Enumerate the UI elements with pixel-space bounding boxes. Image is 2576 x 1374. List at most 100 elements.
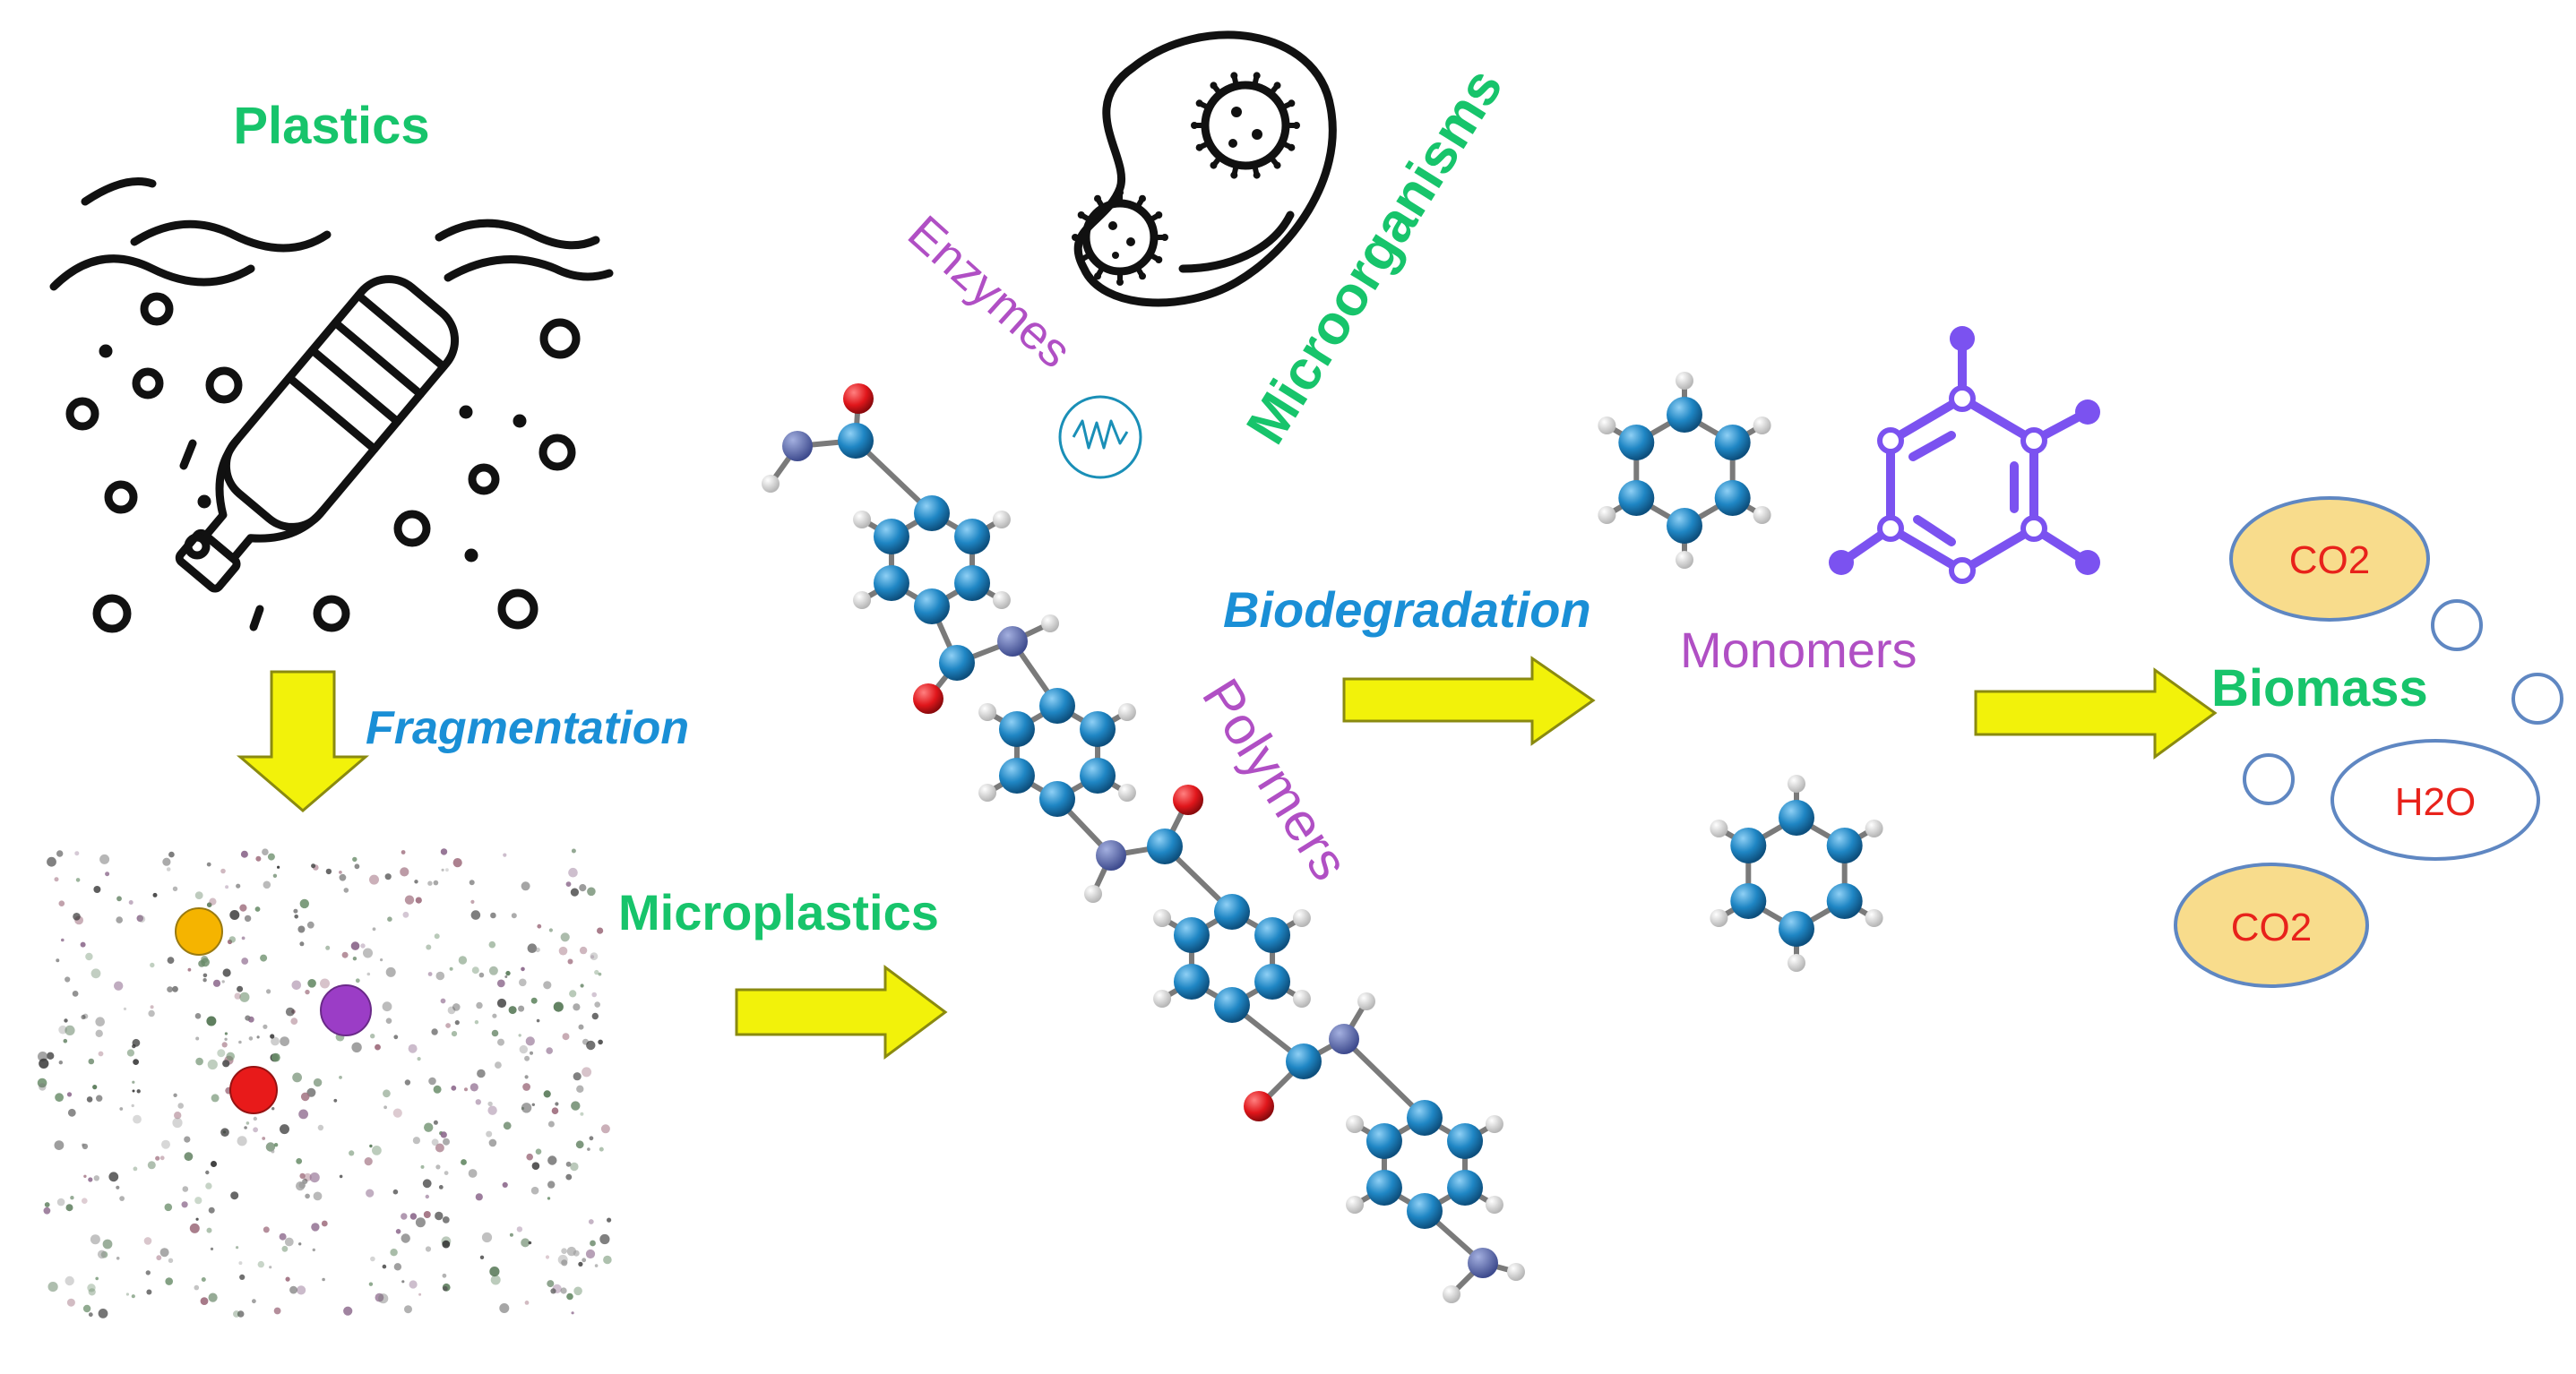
microplastic-speck — [39, 1083, 47, 1091]
carbon-atom — [1714, 480, 1751, 516]
microplastic-speck — [352, 957, 358, 961]
microplastic-speck — [366, 1189, 375, 1198]
spike-tip — [1155, 256, 1163, 263]
microplastic-speck — [525, 1036, 535, 1046]
microplastic-speck — [521, 1238, 530, 1248]
microplastic-speck — [543, 981, 552, 990]
microplastic-speck — [317, 1124, 324, 1131]
microplastic-speck — [66, 1092, 73, 1097]
microplastic-speck — [489, 1267, 500, 1277]
microplastic-speck — [155, 1155, 160, 1161]
microplastics-label: Microplastics — [618, 884, 939, 940]
microplastic-speck — [305, 1193, 310, 1199]
microplastic-speck — [499, 1303, 510, 1313]
microplastic-speck — [531, 1103, 535, 1107]
microplastic-speck — [560, 932, 570, 942]
microplastic-speck — [547, 1197, 551, 1200]
microplastic-speck — [143, 1237, 152, 1245]
microplastic-speck — [442, 1240, 451, 1249]
microplastic-speck — [162, 857, 171, 866]
microplastic-speck — [86, 1096, 93, 1103]
microplastic-speck — [37, 1078, 47, 1088]
spike-tip — [1161, 234, 1168, 241]
microplastic-speck — [369, 1144, 373, 1148]
microplastic-speck — [496, 979, 505, 988]
microplastic-speck — [44, 1202, 50, 1207]
microplastic-speck — [195, 1057, 203, 1066]
hydrogen-atom — [1485, 1196, 1503, 1214]
microplastic-speck — [599, 1233, 610, 1245]
microplastic-speck — [56, 850, 64, 857]
microplastic-speck — [234, 992, 241, 1000]
microplastic-speck — [148, 1009, 155, 1018]
microplastic-speck — [172, 886, 178, 891]
microplastic-purple-particle — [320, 984, 372, 1036]
microplastic-speck — [138, 915, 146, 923]
microplastic-speck — [426, 944, 432, 950]
microplastic-speck — [64, 1018, 68, 1023]
hydrogen-atom — [978, 784, 997, 802]
microplastic-speck — [486, 1130, 493, 1138]
microplastic-speck — [85, 952, 93, 961]
microplastic-speck — [307, 979, 316, 988]
microplastic-speck — [285, 1007, 295, 1017]
microplastic-speck — [240, 850, 248, 858]
microplastic-speck — [587, 887, 596, 897]
hydrogen-atom — [1485, 1115, 1503, 1133]
microplastic-speck — [478, 972, 485, 978]
carbon-atom — [1366, 1123, 1402, 1159]
microplastic-red-particle — [229, 1066, 278, 1114]
microplastic-speck — [263, 1226, 270, 1233]
microplastic-speck — [236, 883, 241, 889]
hydrogen-atom — [1117, 703, 1136, 721]
microplastic-speck — [211, 1161, 217, 1167]
monomer-molecules — [1598, 372, 1883, 972]
microplastic-speck — [200, 1297, 209, 1305]
microplastic-speck — [222, 1060, 230, 1068]
carbon-atom — [1173, 964, 1210, 1000]
microplastic-speck — [182, 1186, 189, 1192]
microplastic-speck — [98, 1051, 104, 1057]
microplastic-speck — [271, 1036, 280, 1046]
microplastic-speck — [260, 954, 268, 962]
microplastic-speck — [280, 1036, 289, 1046]
microplastic-speck — [370, 1256, 375, 1262]
microplastic-speck — [271, 1107, 275, 1111]
microplastic-speck — [591, 1012, 599, 1020]
microplastic-speck — [589, 1136, 594, 1141]
microplastic-speck — [166, 867, 171, 872]
microplastic-speck — [294, 915, 299, 919]
microplastic-speck — [415, 1217, 426, 1228]
carbon-atom — [1714, 425, 1751, 460]
microplastic-speck — [518, 1005, 525, 1012]
microplastic-speck — [364, 1157, 373, 1166]
microplastic-speck — [237, 1310, 245, 1318]
microplastic-speck — [488, 940, 496, 949]
microplastic-speck — [195, 1217, 199, 1221]
microplastic-speck — [435, 1211, 444, 1221]
microplastic-speck — [516, 1226, 523, 1232]
microplastic-speck — [72, 991, 79, 997]
hydrogen-atom — [1153, 909, 1172, 927]
microplastic-speck — [435, 971, 445, 981]
hydrogen-atom — [1346, 1115, 1365, 1133]
microplastic-speck — [96, 1095, 103, 1102]
microplastic-speck — [530, 1051, 533, 1055]
microplastic-speck — [518, 1034, 521, 1037]
biomass-label: Biomass — [2211, 659, 2428, 717]
microplastic-speck — [290, 1018, 298, 1025]
microplastic-speck — [297, 1285, 306, 1295]
microplastic-speck — [114, 981, 124, 991]
microplastic-speck — [535, 1148, 542, 1155]
microplastic-speck — [54, 877, 59, 882]
microplastic-speck — [578, 1261, 583, 1267]
microplastic-speck — [312, 1248, 315, 1252]
microplastic-speck — [370, 1034, 375, 1039]
microplastic-speck — [562, 1033, 570, 1041]
microplastic-speck — [375, 1292, 384, 1302]
microplastic-speck — [65, 976, 71, 983]
microplastic-speck — [530, 1186, 539, 1195]
spike-tip — [1094, 194, 1101, 202]
microplastic-speck — [355, 978, 360, 983]
microplastic-speck — [194, 1284, 200, 1291]
